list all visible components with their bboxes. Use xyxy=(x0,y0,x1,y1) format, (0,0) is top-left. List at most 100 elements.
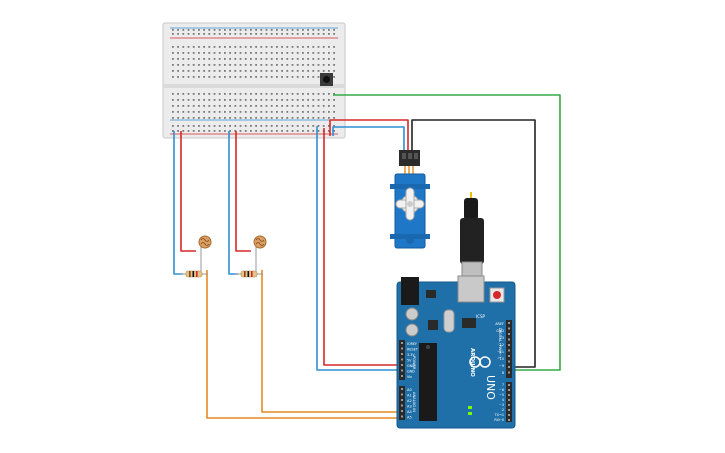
breadboard[interactable] xyxy=(162,22,346,139)
header-pin[interactable] xyxy=(508,384,510,386)
breadboard-hole xyxy=(192,46,195,48)
header-pin[interactable] xyxy=(401,404,403,407)
breadboard-hole xyxy=(198,130,200,132)
breadboard-hole xyxy=(302,64,304,66)
header-pin[interactable] xyxy=(401,375,403,377)
usb-cable[interactable] xyxy=(460,192,484,277)
breadboard-hole xyxy=(213,33,216,35)
header-pin[interactable] xyxy=(508,414,510,416)
breadboard-hole xyxy=(302,52,304,54)
breadboard-hole xyxy=(172,93,174,95)
breadboard-hole xyxy=(229,105,231,107)
analog-pin-label: A3 xyxy=(407,405,412,409)
breadboard-hole xyxy=(328,64,330,66)
breadboard-hole xyxy=(333,130,335,132)
photoresistor-1[interactable] xyxy=(198,235,212,272)
header-pin[interactable] xyxy=(401,369,403,372)
header-pin[interactable] xyxy=(401,364,403,366)
breadboard-hole xyxy=(187,130,190,132)
header-pin[interactable] xyxy=(508,394,510,396)
breadboard-hole xyxy=(291,33,294,35)
breadboard-hole xyxy=(328,58,330,60)
breadboard-hole xyxy=(187,93,190,95)
breadboard-hole xyxy=(213,29,216,31)
breadboard-hole xyxy=(187,64,190,66)
breadboard-hole xyxy=(182,46,185,48)
header-pin[interactable] xyxy=(508,404,510,406)
breadboard-hole xyxy=(317,29,320,31)
breadboard-hole xyxy=(198,99,200,101)
header-pin[interactable] xyxy=(401,399,403,401)
header-pin[interactable] xyxy=(508,371,510,374)
breadboard-hole xyxy=(172,111,174,113)
breadboard-hole xyxy=(255,117,257,119)
arduino-uno-board[interactable]: ARDUINO UNO ICSP POWER ANALOG IN DIGITAL… xyxy=(396,275,516,429)
digital-header-high[interactable] xyxy=(506,320,512,378)
photoresistor-2[interactable] xyxy=(253,235,267,272)
breadboard-hole xyxy=(172,99,174,101)
header-pin[interactable] xyxy=(401,415,403,418)
breadboard-hole xyxy=(250,111,252,113)
breadboard-hole xyxy=(312,33,315,35)
breadboard-hole xyxy=(208,99,211,101)
breadboard-hole xyxy=(255,111,257,113)
header-pin[interactable] xyxy=(508,419,510,421)
header-pin[interactable] xyxy=(508,322,510,324)
breadboard-hole xyxy=(265,93,268,95)
header-pin[interactable] xyxy=(508,366,510,368)
header-pin[interactable] xyxy=(401,347,403,350)
breadboard-hole xyxy=(229,46,231,48)
header-pin[interactable] xyxy=(401,388,403,390)
breadboard-hole xyxy=(234,33,237,35)
breadboard-hole xyxy=(239,130,242,132)
analog-header[interactable] xyxy=(399,386,405,420)
header-pin[interactable] xyxy=(508,327,510,330)
breadboard-hole xyxy=(234,105,237,107)
resistor-1[interactable] xyxy=(180,270,208,278)
breadboard-hole xyxy=(328,93,330,95)
breadboard-hole xyxy=(317,58,320,60)
atmega-chip xyxy=(419,343,437,421)
servo-motor[interactable] xyxy=(390,150,430,249)
breadboard-hole xyxy=(302,70,304,72)
breadboard-hole xyxy=(182,52,185,54)
breadboard-hole xyxy=(291,99,294,101)
header-pin[interactable] xyxy=(508,338,510,341)
breadboard-hole xyxy=(244,52,247,54)
breadboard-hole xyxy=(208,29,211,31)
header-pin[interactable] xyxy=(401,410,403,412)
header-pin[interactable] xyxy=(401,393,403,396)
header-pin[interactable] xyxy=(508,349,510,352)
ldr2-trace xyxy=(255,238,265,246)
breadboard-hole xyxy=(208,52,211,54)
breadboard-hole xyxy=(312,58,315,60)
breadboard-hole xyxy=(302,58,304,60)
digital-header-low[interactable] xyxy=(506,382,512,422)
breadboard-hole xyxy=(307,117,309,119)
pushbutton[interactable] xyxy=(320,73,333,86)
header-pin[interactable] xyxy=(401,342,403,344)
header-pin[interactable] xyxy=(401,358,403,361)
header-pin[interactable] xyxy=(508,333,510,335)
breadboard-hole xyxy=(317,111,320,113)
header-pin[interactable] xyxy=(401,353,403,355)
resistor-2[interactable] xyxy=(235,270,263,278)
header-pin[interactable] xyxy=(508,409,510,411)
breadboard-hole xyxy=(182,33,185,35)
breadboard-hole xyxy=(322,58,325,60)
header-pin[interactable] xyxy=(508,399,510,401)
header-pin[interactable] xyxy=(508,360,510,363)
breadboard-body xyxy=(162,22,346,139)
breadboard-hole xyxy=(281,93,283,95)
breadboard-hole xyxy=(203,70,205,72)
resistor2-band xyxy=(244,271,246,277)
breadboard-hole xyxy=(198,33,200,35)
breadboard-hole xyxy=(239,70,242,72)
breadboard-hole xyxy=(265,111,268,113)
breadboard-hole xyxy=(333,64,335,66)
header-pin[interactable] xyxy=(508,355,510,357)
header-pin[interactable] xyxy=(508,344,510,346)
breadboard-hole xyxy=(234,29,237,31)
header-pin[interactable] xyxy=(508,389,510,391)
breadboard-hole xyxy=(328,105,330,107)
